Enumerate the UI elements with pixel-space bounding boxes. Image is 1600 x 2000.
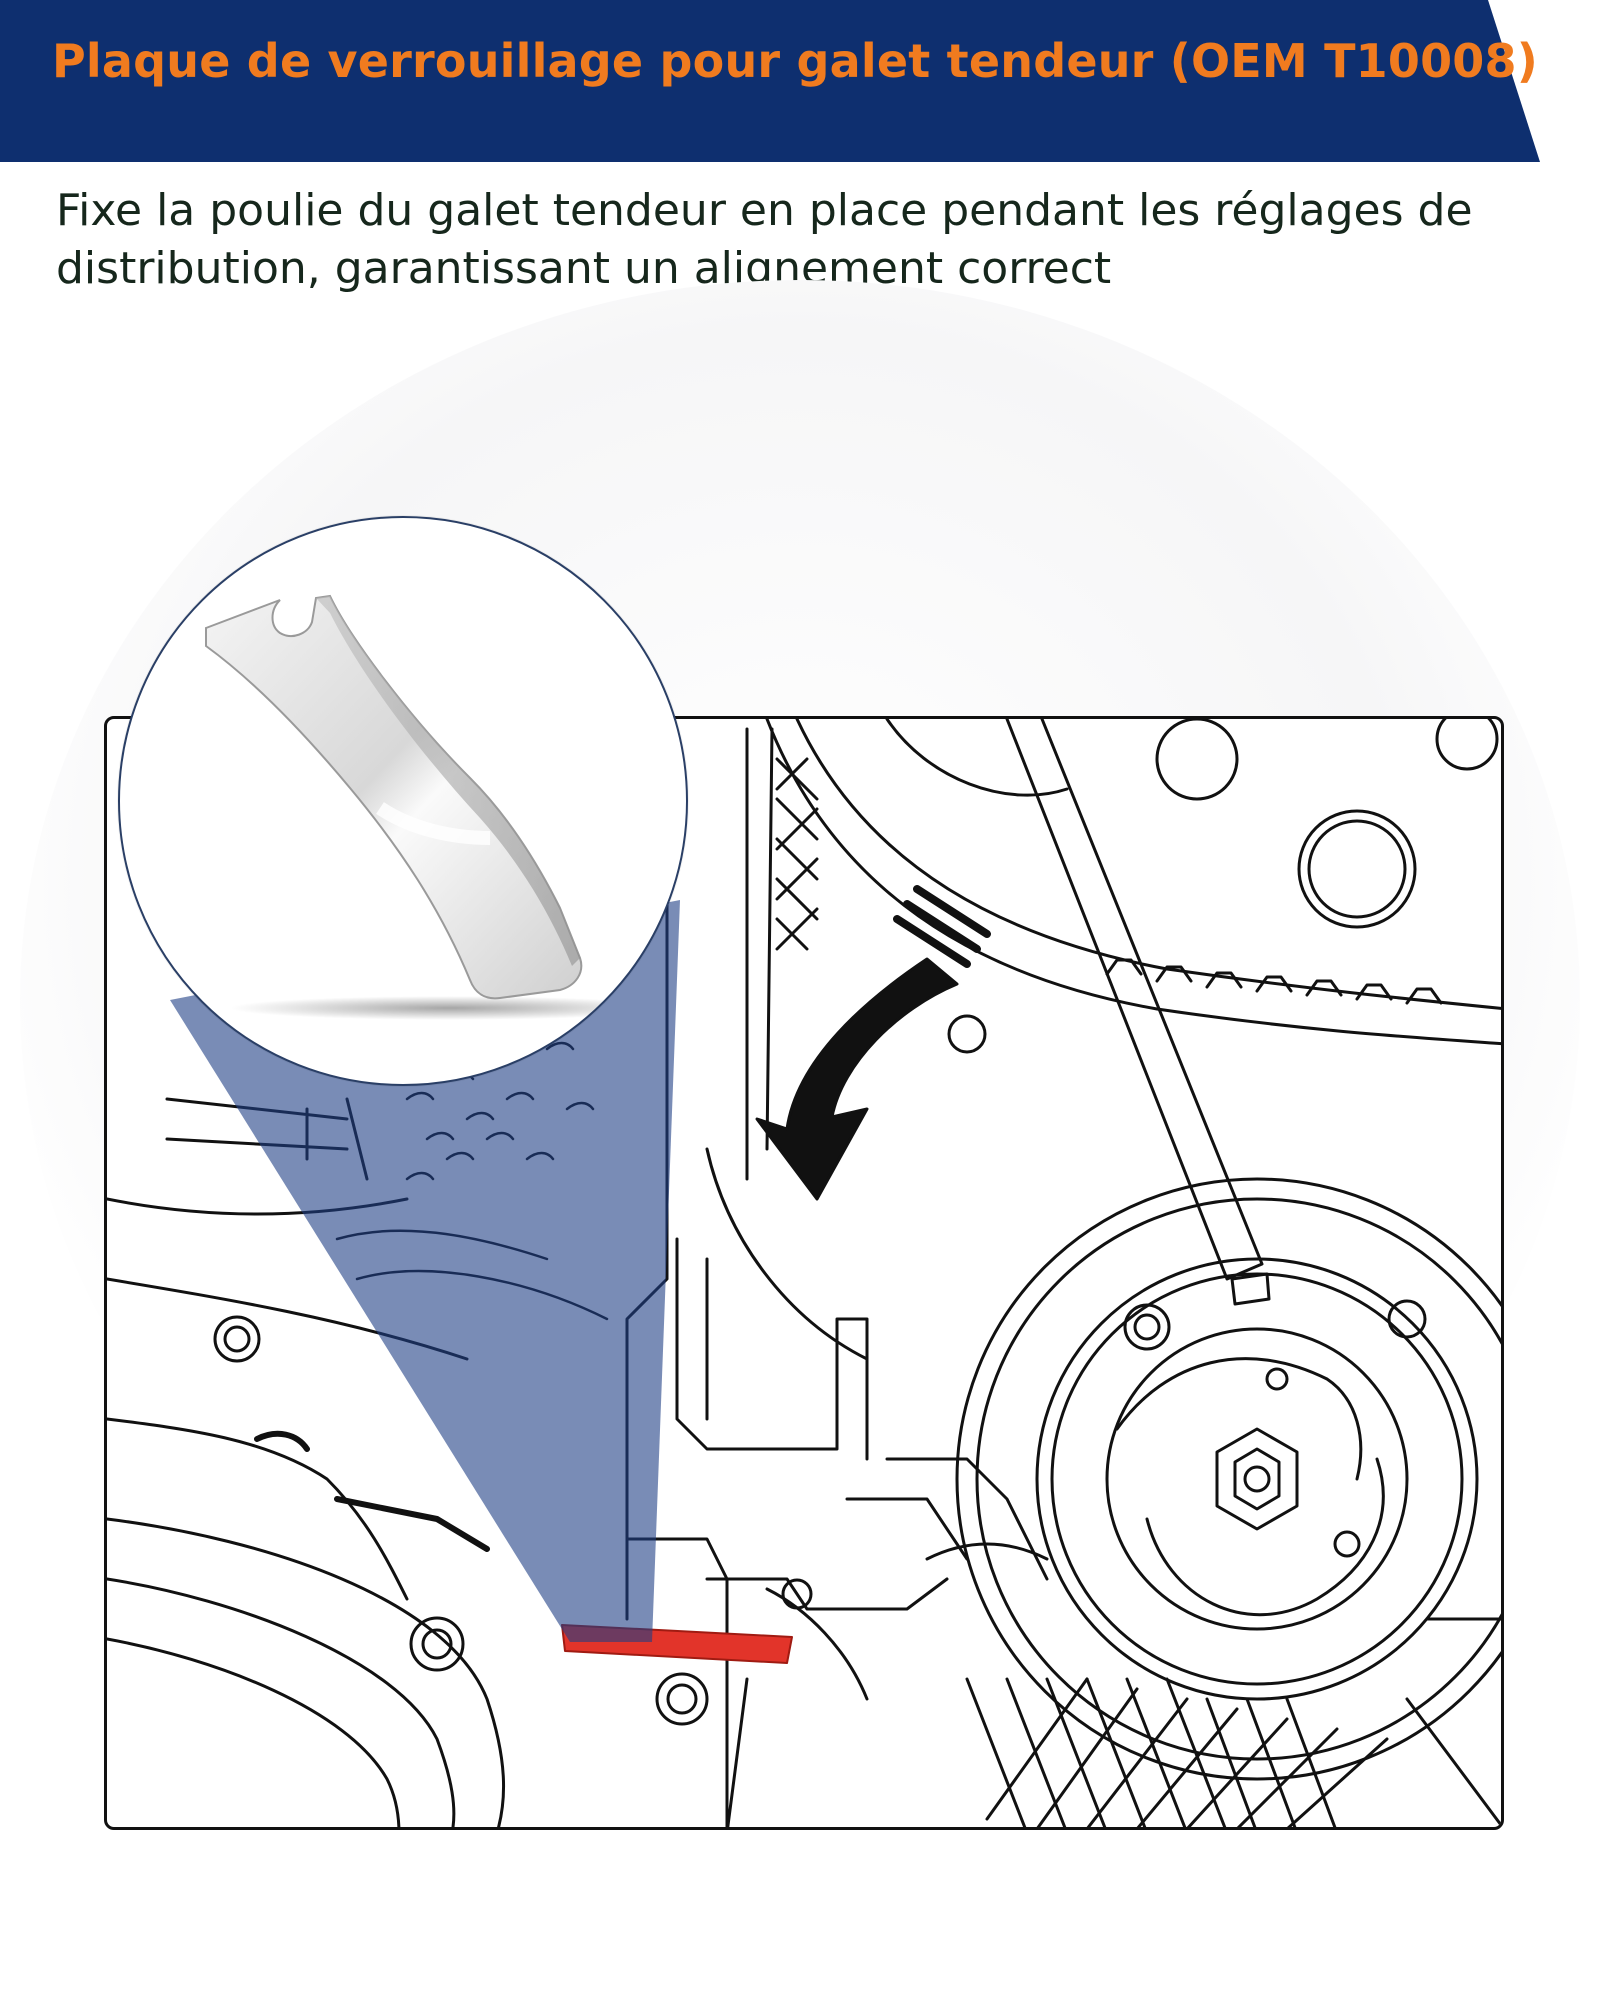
page-subtitle: Fixe la poulie du galet tendeur en place… [56,185,1473,294]
banner-shape [0,0,1540,162]
crankshaft-pulley [107,1097,709,1827]
engine-block-lines [575,897,1501,1827]
curved-arrow-down-icon [755,885,991,1201]
timing-belt [745,719,1501,1181]
tensioner-tool-bar [1005,719,1271,1306]
zoom-inset [118,516,688,1086]
tensioner-pulley [955,1177,1501,1781]
locking-plate-image [205,594,670,1020]
header-banner: Plaque de verrouillage pour galet tendeu… [0,0,1600,162]
locking-plate-highlight [561,1624,793,1664]
page-title: Plaque de verrouillage pour galet tendeu… [52,34,1538,88]
camshaft-sprocket [885,719,1499,929]
